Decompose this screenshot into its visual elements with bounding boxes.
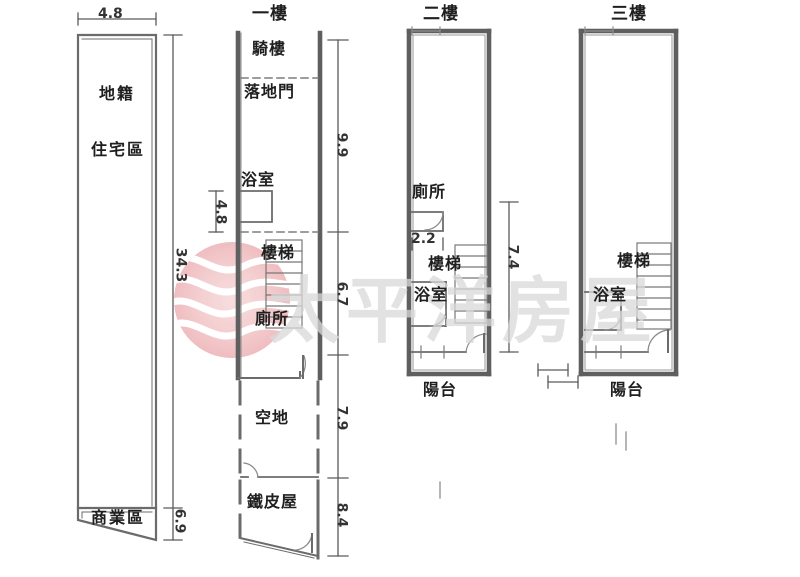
floor-1-structure xyxy=(235,30,323,560)
floor-1-title: 一樓 xyxy=(252,4,288,24)
floor1-dim-6-7: 6.7 xyxy=(333,281,350,307)
floor3-left-dimension-ticks xyxy=(537,363,579,389)
floor1-left-dimension xyxy=(208,190,224,233)
floor2-right-dimension xyxy=(499,201,519,353)
floor-3-structure xyxy=(578,26,679,377)
floor1-open-yard-label: 空地 xyxy=(255,408,290,427)
floor1-bathroom-walls xyxy=(240,190,273,223)
floor1-arcade-label: 騎樓 xyxy=(252,39,287,58)
floor3-balcony-door xyxy=(647,329,671,353)
land-parcel-outline xyxy=(76,33,158,542)
floor1-metal-shed-label: 鐵皮屋 xyxy=(247,492,299,511)
land-depth-short-label: 6.9 xyxy=(171,508,188,534)
floor2-dim-2-2: 2.2 xyxy=(411,231,436,247)
reference-tick-marks xyxy=(439,423,627,499)
floor1-dim-8-4: 8.4 xyxy=(333,502,350,528)
floor3-stairs xyxy=(636,242,672,330)
floor2-dim-7-4: 7.4 xyxy=(504,244,521,270)
floor1-door-swing xyxy=(299,355,306,379)
floor3-bathroom-walls xyxy=(584,291,622,331)
land-width-dimension xyxy=(77,12,157,26)
floor1-toilet-label: 廁所 xyxy=(255,309,290,328)
floor2-toilet-walls xyxy=(411,211,444,232)
land-depth-long-label: 34.3 xyxy=(172,247,189,283)
floor-2-structure xyxy=(406,26,492,377)
floor2-toilet-label: 廁所 xyxy=(412,182,447,201)
floor1-bathroom-label: 浴室 xyxy=(241,170,276,189)
land-zone-residential-label: 住宅區 xyxy=(91,140,146,159)
floor2-inline-dimension xyxy=(411,237,444,251)
floor1-yard-walls xyxy=(238,380,320,480)
floor-2-title: 二樓 xyxy=(423,4,459,24)
floor2-bathroom-label: 浴室 xyxy=(414,285,449,304)
floor1-rear-wall xyxy=(237,371,301,379)
floor1-right-dimension xyxy=(327,39,349,557)
floor2-bathroom-walls xyxy=(411,281,447,327)
floor1-stairs xyxy=(265,239,303,329)
floor-3-title: 三樓 xyxy=(611,4,647,24)
land-zone-cadastre-label: 地籍 xyxy=(99,84,136,103)
land-depth-dimension xyxy=(163,34,183,541)
floor2-stairs xyxy=(454,244,488,324)
floor1-dim-7-9: 7.9 xyxy=(333,405,350,431)
floor1-stairs-label: 樓梯 xyxy=(261,243,296,262)
floor1-shed-bottom xyxy=(238,536,320,559)
floor2-stairs-label: 樓梯 xyxy=(428,254,463,273)
floor1-shed-door xyxy=(295,533,313,551)
floor3-stairs-label: 樓梯 xyxy=(617,251,652,270)
floor3-bathroom-label: 浴室 xyxy=(593,285,628,304)
floor2-balcony-label: 陽台 xyxy=(423,380,458,399)
floor3-balcony-label: 陽台 xyxy=(610,380,645,399)
land-zone-commercial-label: 商業區 xyxy=(91,508,146,527)
land-width-label: 4.8 xyxy=(98,6,123,22)
floor1-dim-9-9: 9.9 xyxy=(333,132,350,158)
floor1-french-door-label: 落地門 xyxy=(244,82,296,101)
floor1-dim-4-8: 4.8 xyxy=(212,199,229,225)
